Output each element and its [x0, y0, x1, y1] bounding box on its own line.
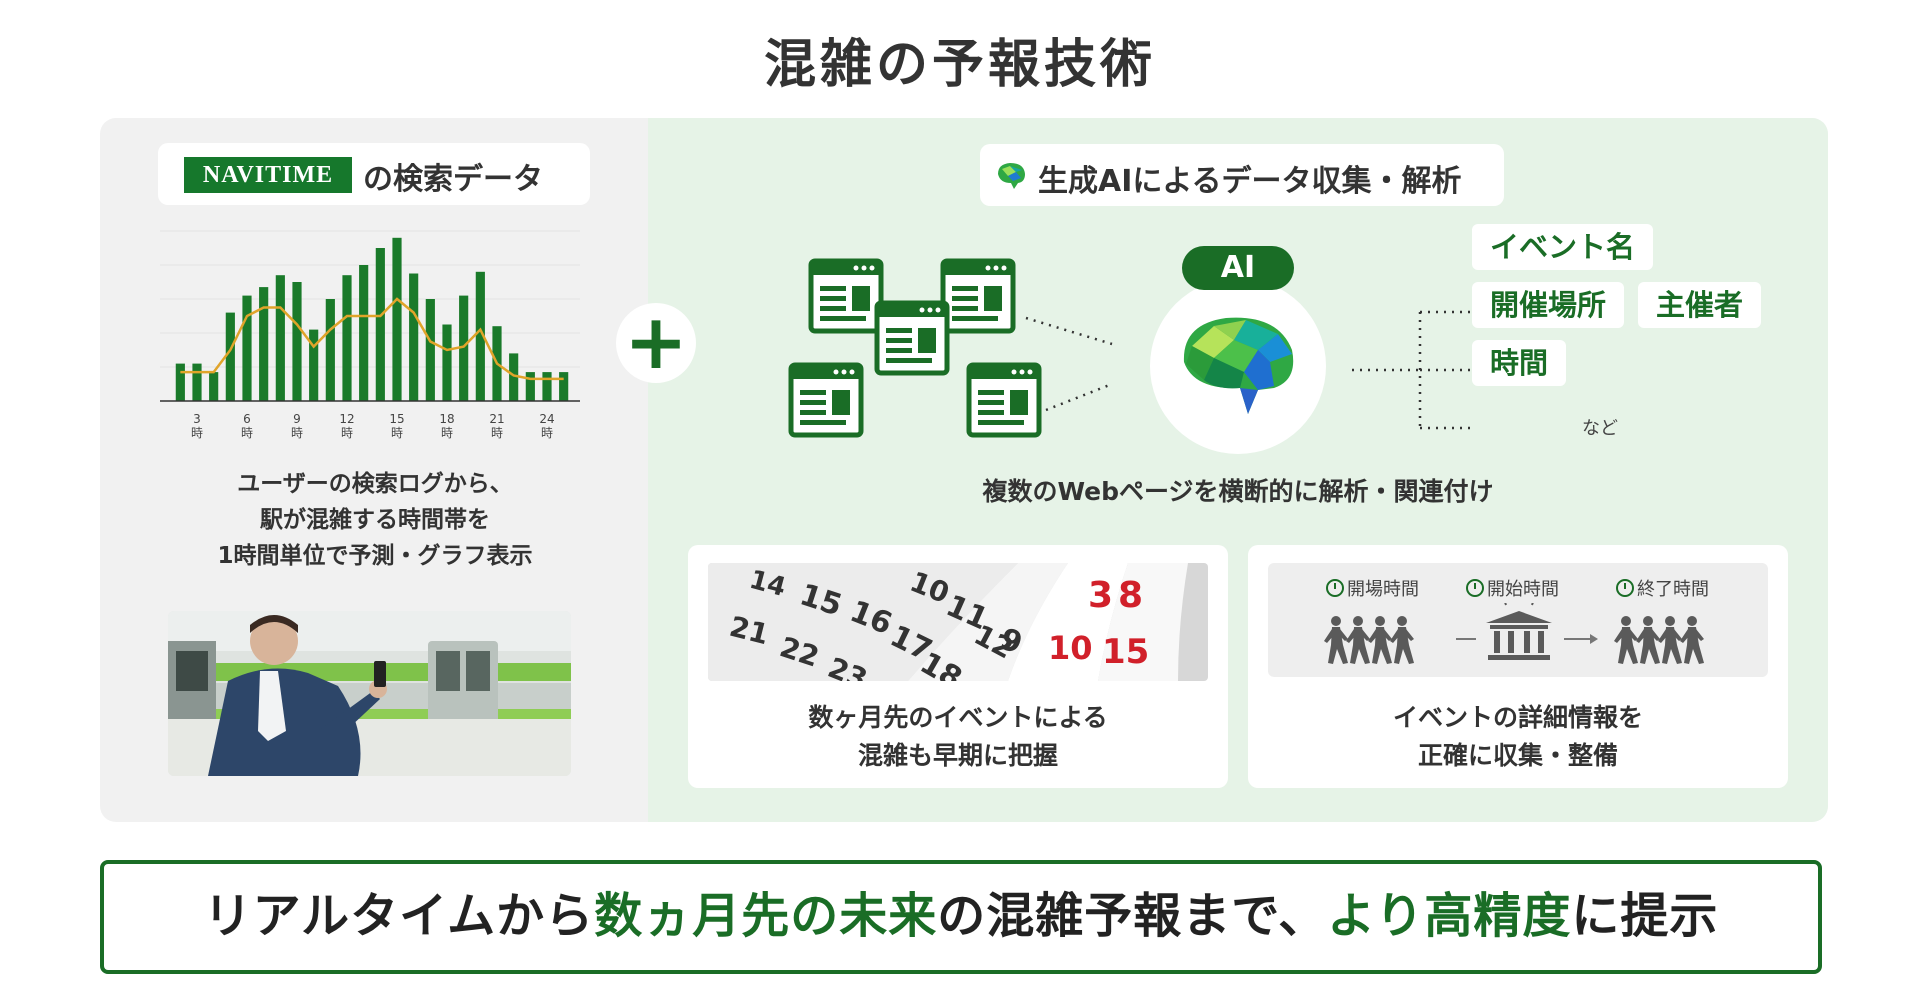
chart-bar [342, 275, 352, 401]
chart-bar [175, 363, 185, 401]
chart-bar [542, 372, 552, 401]
chart-average-line [180, 297, 564, 381]
crowd-arriving-icon [1324, 616, 1414, 664]
tag-event-name: イベント名 [1472, 224, 1654, 270]
plus-icon: + [616, 303, 696, 383]
chart-bar [225, 312, 235, 401]
ai-badge: AI [1182, 246, 1294, 290]
timeline-pictograms [1324, 603, 1704, 664]
clock-icon [1466, 579, 1484, 597]
chart-bar [475, 271, 485, 401]
chart-bar [292, 282, 302, 401]
chart-bar [259, 287, 269, 401]
summary-segment: に提示 [1571, 888, 1719, 944]
tag-time: 時間 [1472, 340, 1567, 386]
svg-text:10: 10 [1048, 629, 1093, 667]
chart-bar [192, 363, 202, 401]
businessman-phone-photo [168, 611, 571, 776]
chart-bar [525, 372, 535, 401]
crowd-leaving-icon [1614, 616, 1704, 664]
chart-bar [409, 273, 419, 401]
chart-bar [442, 324, 452, 401]
chart-bar [375, 248, 385, 401]
start-time-label: 開始時間 [1466, 575, 1559, 601]
chart-bar [242, 295, 252, 401]
search-log-description-line-2: 駅が混雑する時間帯を [260, 507, 490, 533]
venue-building-icon [1486, 603, 1552, 660]
ai-analysis-description: 複数のWebページを横断的に解析・関連付け [982, 477, 1494, 506]
ai-analysis-header: 生成AIによるデータ収集・解析 [980, 144, 1504, 206]
chart-bar [275, 275, 285, 401]
search-log-description-line-3: 1時間単位で予測・グラフ表示 [217, 543, 533, 569]
svg-text:3: 3 [1088, 575, 1113, 616]
ai-analysis-header-label: 生成AIによるデータ収集・解析 [1038, 164, 1462, 199]
navitime-header-label: の検索データ [363, 162, 543, 197]
webpage-icon [788, 362, 864, 438]
congestion-bar-chart [160, 230, 580, 402]
chart-bar [325, 299, 335, 401]
chart-bar [392, 237, 402, 401]
chart-bar [359, 265, 369, 401]
event-details-line-2: 正確に収集・整備 [1417, 741, 1618, 770]
summary-segment: リアルタイムから [203, 888, 595, 944]
end-time-label: 終了時間 [1616, 575, 1709, 601]
page-title: 混雑の予報技術 [763, 35, 1156, 95]
tags-note: など [1582, 418, 1618, 439]
summary-highlight: より高精度 [1327, 888, 1572, 944]
chart-bar [309, 329, 319, 401]
early-detection-card: 14 15 16 17 18 21 22 23 10 11 12 9 10 15… [688, 545, 1228, 788]
webpage-icon [940, 258, 1016, 334]
chart-bar [209, 372, 219, 401]
clock-icon [1616, 579, 1634, 597]
ai-brain-icon [1183, 317, 1294, 414]
summary-banner: リアルタイムから数ヵ月先の未来の混雑予報まで、より高精度に提示 [100, 860, 1822, 974]
navitime-header: NAVITIME の検索データ [158, 143, 590, 205]
chart-bar [425, 299, 435, 401]
chart-bar [509, 353, 519, 401]
webpage-icon [808, 258, 884, 334]
arrow-right-icon [1564, 634, 1598, 644]
search-log-description-line-1: ユーザーの検索ログから、 [237, 471, 513, 497]
chart-bar [459, 295, 469, 401]
early-detection-line-1: 数ヶ月先のイベントによる [808, 703, 1108, 732]
event-timeline: 開場時間 開始時間 終了時間 [1268, 563, 1768, 677]
clock-icon [1326, 579, 1344, 597]
event-details-line-1: イベントの詳細情報を [1392, 703, 1643, 732]
doors-open-time-label: 開場時間 [1326, 575, 1419, 601]
webpage-icon [874, 300, 950, 376]
chart-bar [559, 372, 569, 401]
navitime-logo: NAVITIME [184, 157, 352, 193]
summary-highlight: 数ヵ月先の未来 [594, 888, 938, 944]
event-details-card: 開場時間 開始時間 終了時間 [1248, 545, 1788, 788]
svg-text:8: 8 [1118, 575, 1143, 616]
tag-organizer: 主催者 [1638, 282, 1762, 328]
ai-brain-circle [1150, 278, 1326, 454]
svg-text:15: 15 [1102, 632, 1149, 672]
brain-icon [998, 163, 1025, 189]
connector-dotted-lines [1025, 310, 1470, 430]
summary-segment: の混雑予報まで、 [937, 888, 1328, 944]
calendar-photo: 14 15 16 17 18 21 22 23 10 11 12 9 10 15… [708, 563, 1208, 681]
early-detection-line-2: 混雑も早期に把握 [857, 741, 1058, 770]
tag-venue: 開催場所 [1472, 282, 1625, 328]
